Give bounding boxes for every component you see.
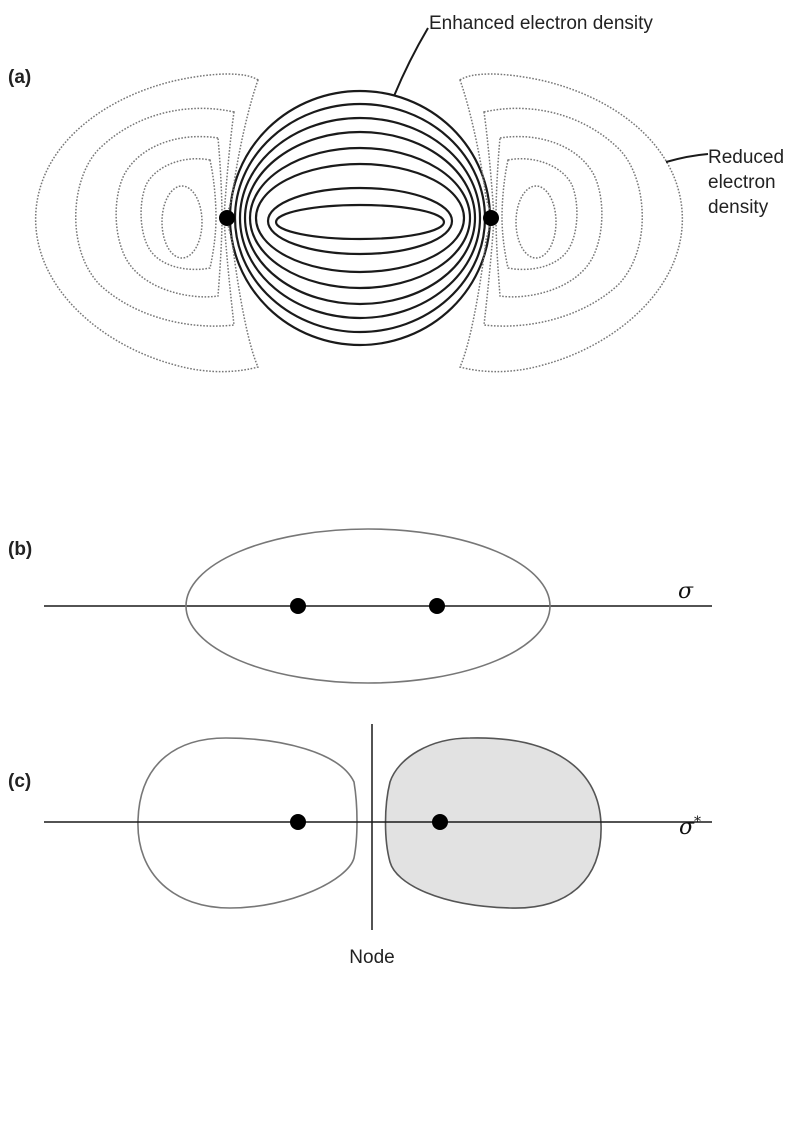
enhanced-density-contours xyxy=(230,91,490,345)
panel-c: (c) σ* Node xyxy=(8,724,712,968)
bonding-contour-8 xyxy=(276,205,444,239)
enhanced-density-leader xyxy=(394,28,428,96)
panel-c-label: (c) xyxy=(8,771,31,792)
sigma-star-symbol: σ* xyxy=(679,814,701,840)
reduced-contour-left-5 xyxy=(162,186,202,258)
reduced-contour-left-4 xyxy=(141,159,216,270)
enhanced-density-label: Enhanced electron density xyxy=(429,13,653,34)
antibonding-lobe-right-shaded xyxy=(386,738,602,908)
reduced-density-label: Reduced electron density xyxy=(708,147,789,218)
node-label: Node xyxy=(349,947,394,968)
panel-a: (a) xyxy=(8,13,789,372)
reduced-density-line-2: electron xyxy=(708,172,776,193)
reduced-contour-right-4 xyxy=(502,159,577,270)
panel-b: (b) σ xyxy=(8,529,712,683)
nucleus-c-left xyxy=(290,814,306,830)
bonding-contour-6 xyxy=(256,164,464,272)
reduced-density-leader xyxy=(666,154,708,162)
reduced-contour-right-3 xyxy=(496,137,602,297)
sigma-star-sigma: σ xyxy=(679,815,695,840)
panel-a-label: (a) xyxy=(8,67,31,88)
nucleus-b-right xyxy=(429,598,445,614)
nucleus-a-left xyxy=(219,210,235,226)
bonding-contour-5 xyxy=(250,148,470,288)
reduced-contour-right-5 xyxy=(516,186,556,258)
sigma-symbol: σ xyxy=(678,579,694,604)
nucleus-a-right xyxy=(483,210,499,226)
panel-b-label: (b) xyxy=(8,539,32,560)
reduced-density-line-3: density xyxy=(708,197,769,218)
antibonding-lobe-left xyxy=(138,738,357,908)
nucleus-b-left xyxy=(290,598,306,614)
reduced-density-line-1: Reduced xyxy=(708,147,784,168)
nucleus-c-right xyxy=(432,814,448,830)
reduced-contour-left-3 xyxy=(116,137,222,297)
sigma-star-superscript: * xyxy=(694,814,701,830)
reduced-contour-left-2 xyxy=(76,108,234,326)
bonding-contour-7 xyxy=(268,188,452,254)
bonding-contour-2 xyxy=(235,104,485,332)
reduced-contour-right-2 xyxy=(484,108,642,326)
